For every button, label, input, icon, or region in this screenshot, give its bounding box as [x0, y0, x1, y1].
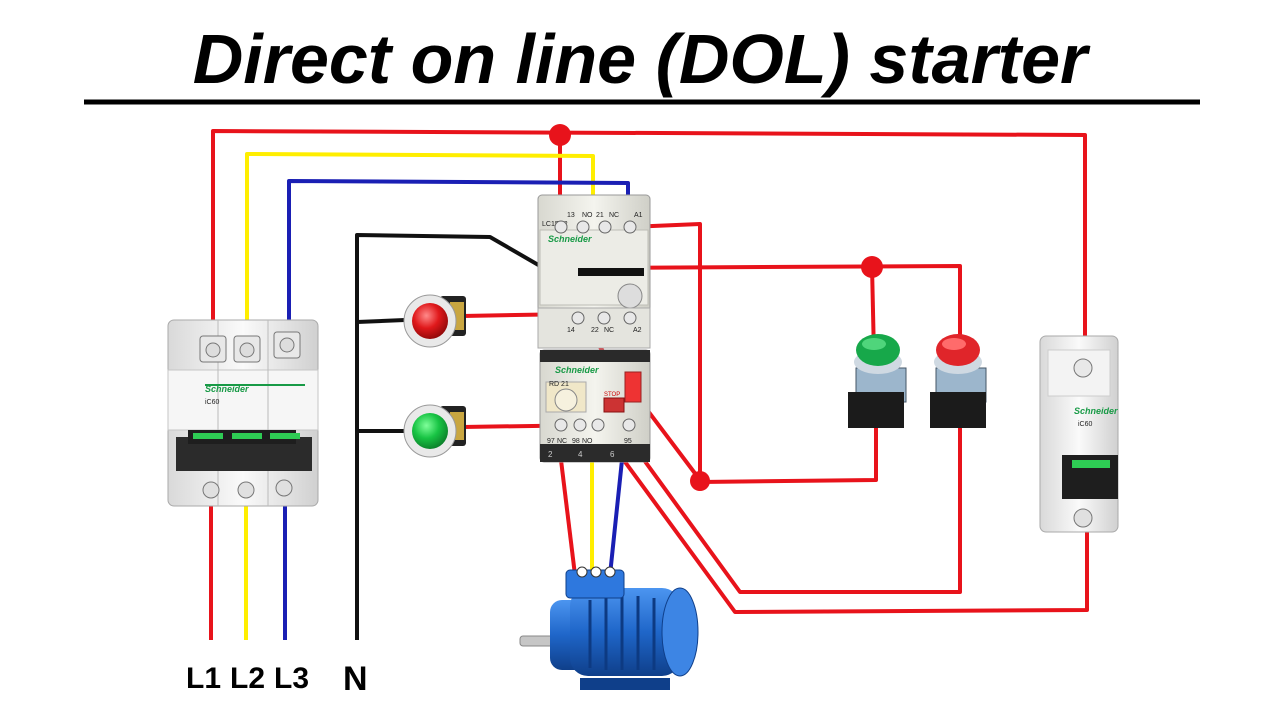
mcb-1pole-handle[interactable]	[1072, 460, 1110, 468]
mcb-3pole[interactable]: Schneider iC60	[167, 319, 319, 507]
overload-stop-label: STOP	[604, 392, 620, 398]
terminal-screws-bottom	[202, 479, 293, 499]
contactor-term-a2: A2	[633, 327, 642, 334]
overload-term-no: NO	[582, 438, 593, 445]
overload-dial[interactable]	[554, 388, 578, 412]
contactor-brand: Schneider	[548, 234, 592, 244]
mcb-3pole-brand: Schneider	[205, 384, 249, 394]
contactor-model: LC1D12	[542, 221, 568, 228]
overload-model: RD 21	[549, 381, 569, 388]
green-indicator-lamp-icon	[403, 404, 466, 458]
mcb-3pole-model: iC60	[205, 399, 220, 406]
junction-dot	[549, 124, 571, 146]
contactor-term-14: 14	[567, 327, 575, 334]
wire-motor-w	[608, 459, 624, 576]
overload-relay[interactable]: Schneider RD 21 STOP 97 NC 98 NO 95 2 4 …	[539, 349, 651, 463]
overload-out-2: 2	[548, 450, 553, 459]
contactor-term-no: NO	[582, 212, 593, 219]
contactor-term-a1: A1	[634, 212, 643, 219]
wire-motor-u	[559, 459, 577, 576]
terminal-screws-top	[199, 331, 301, 363]
mcb-1pole[interactable]: Schneider iC60	[1039, 335, 1119, 533]
motor-icon	[519, 566, 699, 690]
contactor-term-21: 21	[596, 212, 604, 219]
wire-neutral-red-lamp	[356, 318, 406, 324]
start-pushbutton-icon[interactable]	[848, 334, 907, 428]
contactor[interactable]: LC1D12 13 NO 21 NC A1 Schneider 14 22 NC…	[537, 194, 651, 349]
contactor-term-13: 13	[567, 212, 575, 219]
overload-term-95: 95	[624, 438, 632, 445]
contactor-term-nc: NC	[609, 212, 619, 219]
stop-pushbutton-icon[interactable]	[930, 334, 987, 428]
overload-out-4: 4	[578, 450, 583, 459]
label-n: N	[343, 660, 368, 698]
wire-a1-to-start	[629, 222, 878, 484]
overload-out-6: 6	[610, 450, 615, 459]
overload-term-97: 97	[547, 438, 555, 445]
junction-dot	[861, 256, 883, 278]
wire-97-to-mcb	[596, 423, 1089, 614]
overload-term-nc: NC	[557, 438, 567, 445]
mcb-1pole-model: iC60	[1078, 421, 1093, 428]
wire-95-to-stop	[626, 428, 962, 594]
contactor-term-nc2: NC	[604, 327, 614, 334]
overload-brand: Schneider	[555, 365, 599, 375]
mcb-1pole-brand: Schneider	[1074, 406, 1118, 416]
overload-term-98: 98	[572, 438, 580, 445]
label-l3: L3	[274, 662, 309, 695]
wire-l1-top	[211, 129, 1087, 360]
page-title: Direct on line (DOL) starter	[192, 20, 1088, 98]
red-indicator-lamp-icon	[403, 294, 466, 348]
overload-stop-button[interactable]	[603, 397, 625, 413]
label-l1: L1	[186, 662, 221, 695]
contactor-term-22: 22	[591, 327, 599, 334]
junction-dot	[690, 471, 710, 491]
label-l2: L2	[230, 662, 265, 695]
